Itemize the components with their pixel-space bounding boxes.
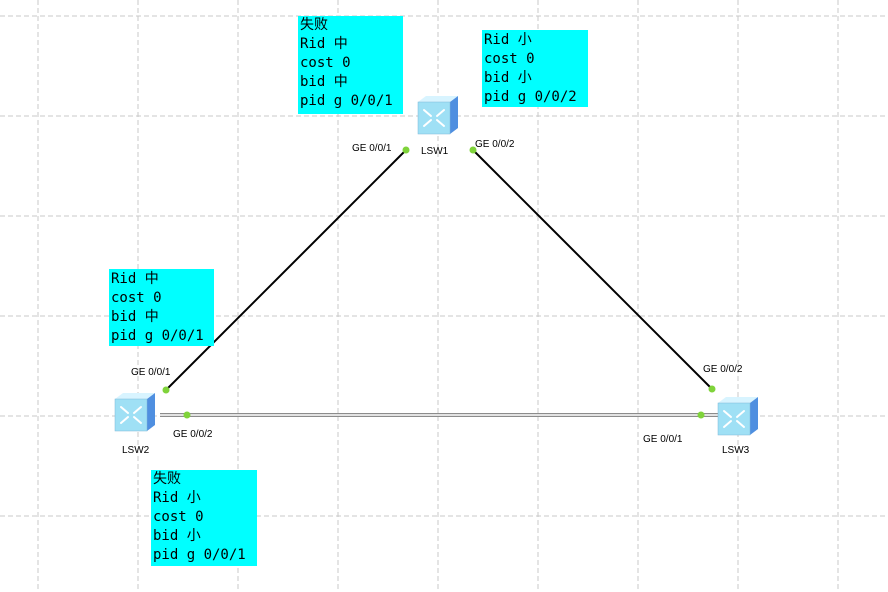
note-line: pid g 0/0/1 [300,93,393,109]
port-dot-lsw3-g2[interactable] [708,385,716,393]
port-label-lsw2-g2: GE 0/0/2 [173,429,213,440]
port-label-lsw3-g2: GE 0/0/2 [703,364,743,375]
stp-note-lsw2-bottom[interactable]: 失败 Rid 小 cost 0 bid 小 pid g 0/0/1 [151,470,257,566]
switch-lsw2[interactable] [114,393,155,432]
note-line: Rid 小 [153,490,201,506]
note-line: bid 中 [111,309,159,325]
switch-icon [417,96,458,135]
stp-note-lsw1-right[interactable]: Rid 小 cost 0 bid 小 pid g 0/0/2 [482,30,588,107]
note-line: cost 0 [111,290,162,306]
port-label-lsw1-g1: GE 0/0/1 [352,143,392,154]
stp-note-lsw2[interactable]: Rid 中 cost 0 bid 中 pid g 0/0/1 [109,269,214,346]
port-label-lsw3-g1: GE 0/0/1 [643,434,683,445]
note-line: pid g 0/0/2 [484,89,577,105]
port-dot-lsw1-g2[interactable] [469,146,477,154]
switch-icon [114,393,155,432]
note-line: Rid 中 [111,271,159,287]
note-line: pid g 0/0/1 [153,547,246,563]
note-line: 失败 [153,471,181,487]
switch-lsw3[interactable] [717,397,758,436]
note-line: pid g 0/0/1 [111,328,204,344]
stp-note-lsw1[interactable]: 失败 Rid 中 cost 0 bid 中 pid g 0/0/1 [298,16,403,114]
note-line: cost 0 [300,55,351,71]
device-label-lsw2: LSW2 [122,445,150,456]
switch-lsw1[interactable] [417,96,458,135]
note-line: bid 小 [153,528,201,544]
device-label-lsw1: LSW1 [421,146,449,157]
link-lsw1-lsw2[interactable] [165,149,407,391]
port-dot-lsw2-g1[interactable] [162,386,170,394]
note-line: Rid 中 [300,36,348,52]
port-label-lsw1-g2: GE 0/0/2 [475,139,515,150]
note-line: cost 0 [484,51,535,67]
port-dot-lsw3-g1[interactable] [697,411,705,419]
note-line: cost 0 [153,509,204,525]
device-label-lsw3: LSW3 [722,445,750,456]
note-line: bid 中 [300,74,348,90]
note-line: bid 小 [484,70,532,86]
link-lsw1-lsw3[interactable] [472,149,713,390]
port-dot-lsw2-g2[interactable] [183,411,191,419]
note-line: Rid 小 [484,32,532,48]
port-dot-lsw1-g1[interactable] [402,146,410,154]
switch-icon [717,397,758,436]
port-label-lsw2-g1: GE 0/0/1 [131,367,171,378]
note-line: 失败 [300,17,328,33]
